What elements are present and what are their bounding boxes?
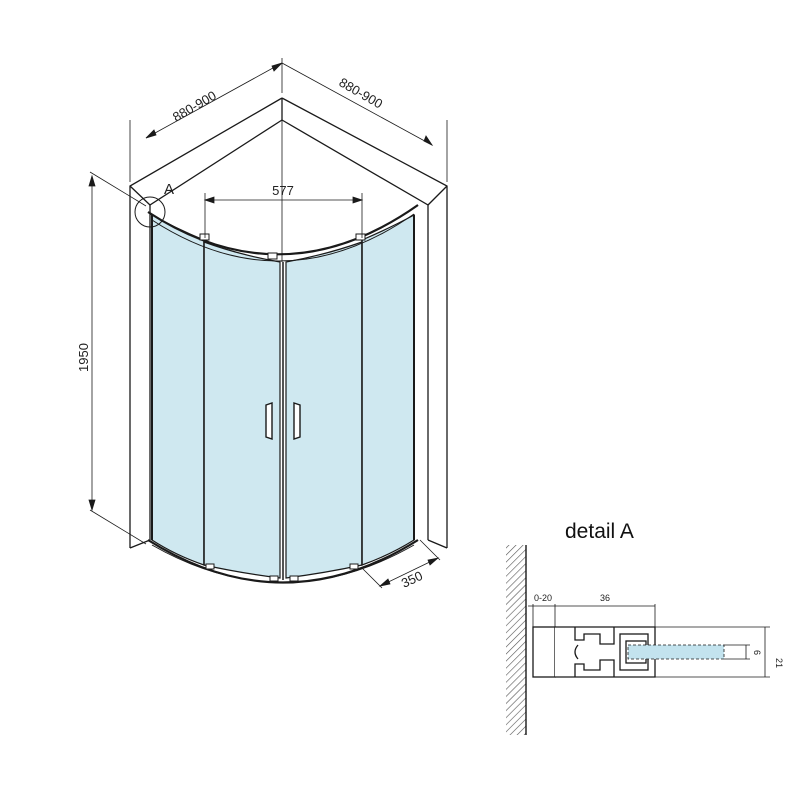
wall-hatching: [506, 545, 526, 735]
glass-thickness-label: 6: [752, 650, 762, 655]
depth-label: 350: [399, 568, 425, 591]
door-rollers: [199, 233, 366, 582]
gap-label: 0-20: [534, 593, 552, 603]
glass-panel-left-fixed: [151, 213, 205, 566]
dimension-door-opening: [203, 193, 364, 238]
width-label-left: 880-900: [170, 88, 219, 125]
detail-dimensions: [528, 604, 770, 678]
detail-a-view: detail A 0-20: [506, 520, 784, 735]
detail-glass: [627, 644, 725, 660]
corner-walls: [129, 97, 448, 549]
dimension-width-left: [129, 58, 283, 182]
height-label: 1950: [76, 343, 91, 372]
door-opening-label: 577: [272, 183, 294, 198]
dimension-height: [88, 171, 147, 545]
detail-marker-circle: [134, 196, 166, 228]
handle-right: [293, 402, 301, 440]
profile-width-label: 36: [600, 593, 610, 603]
dimension-width-right: [281, 62, 448, 182]
frame-rails: [147, 204, 419, 584]
glass-panel-right-fixed: [361, 213, 415, 566]
wall-profile: [532, 626, 656, 678]
handle-left: [265, 402, 273, 440]
detail-marker-label: A: [164, 181, 174, 198]
profile-height-label: 21: [774, 658, 784, 668]
door-handles: [265, 402, 301, 440]
dimension-depth: [361, 539, 441, 589]
detail-title: detail A: [565, 520, 634, 543]
glass-door-left: [203, 241, 281, 579]
main-view: A 880-900 880-900 1950: [76, 58, 448, 591]
